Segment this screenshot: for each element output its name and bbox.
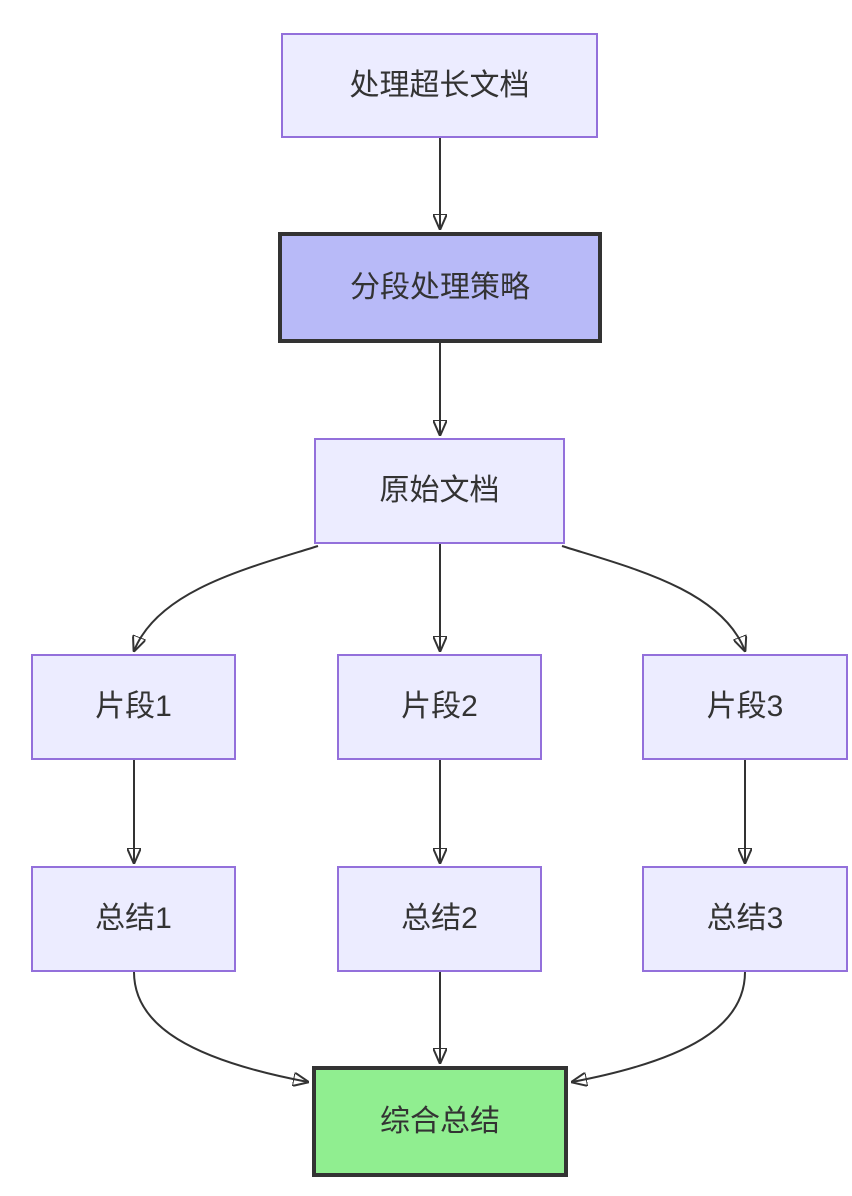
node-summary1-label: 总结1 xyxy=(95,902,172,935)
node-fragment2: 片段2 xyxy=(337,654,542,760)
edge-summary3-to-final xyxy=(572,971,746,1082)
edge-original-to-fragment1 xyxy=(134,545,319,651)
node-summary3: 总结3 xyxy=(642,866,848,972)
node-summary2-label: 总结2 xyxy=(401,902,478,935)
node-fragment2-label: 片段2 xyxy=(401,690,478,723)
edge-original-to-fragment3 xyxy=(561,545,745,651)
node-original-doc: 原始文档 xyxy=(314,438,565,544)
node-fragment3-label: 片段3 xyxy=(706,690,784,723)
node-summary3-label: 总结3 xyxy=(706,902,784,935)
node-process-long-doc: 处理超长文档 xyxy=(281,33,598,138)
node-fragment3: 片段3 xyxy=(642,654,848,760)
node-process-long-doc-label: 处理超长文档 xyxy=(349,68,530,102)
node-summary1: 总结1 xyxy=(31,866,236,972)
node-fragment1: 片段1 xyxy=(31,654,236,760)
node-original-doc-label: 原始文档 xyxy=(379,474,500,507)
node-segment-strategy: 分段处理策略 xyxy=(278,232,602,343)
node-final-summary-label: 综合总结 xyxy=(380,1104,500,1138)
node-segment-strategy-label: 分段处理策略 xyxy=(350,270,530,304)
node-fragment1-label: 片段1 xyxy=(95,690,172,723)
node-summary2: 总结2 xyxy=(337,866,542,972)
node-final-summary: 综合总结 xyxy=(312,1066,568,1177)
edge-summary1-to-final xyxy=(133,971,308,1082)
